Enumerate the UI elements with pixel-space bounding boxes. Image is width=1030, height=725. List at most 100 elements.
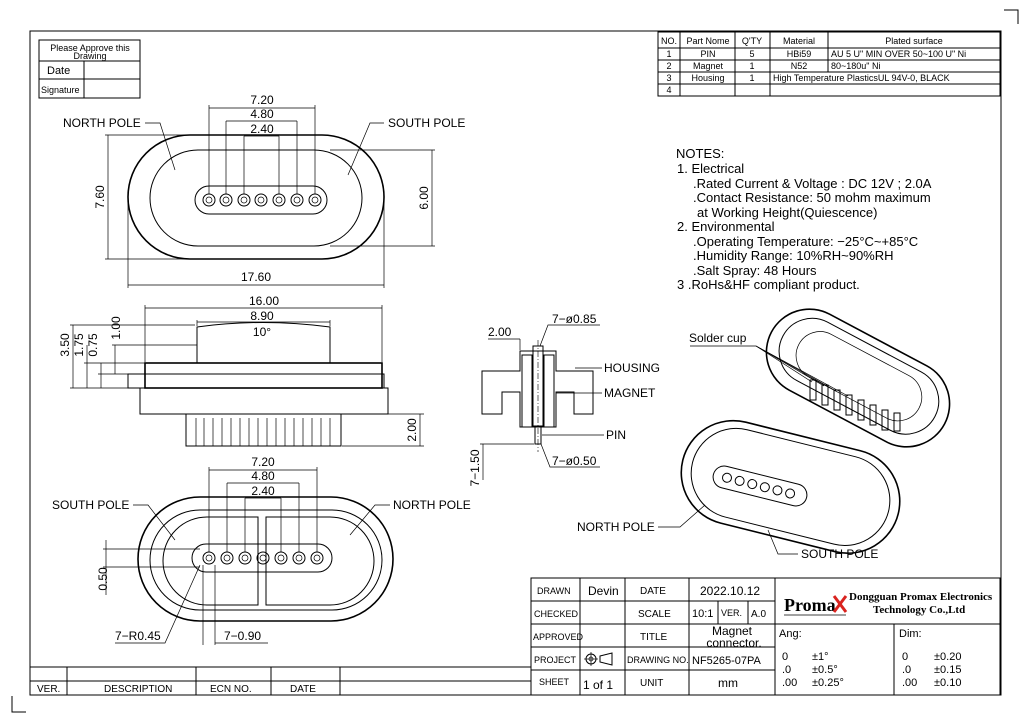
- notes-line-3: .Contact Resistance: 50 mohm maximum: [693, 190, 931, 205]
- notes-line-4: at Working Height(Quiescence): [697, 205, 877, 220]
- side-body: [139, 387, 389, 415]
- top-pin-contacts: [202, 193, 322, 207]
- tb-drawn-value: Devin: [588, 584, 619, 598]
- projection-symbol-icon: [584, 652, 613, 666]
- rev-header-date: DATE: [290, 684, 316, 695]
- tb-approved-label: APPROVED: [533, 632, 584, 642]
- tb-scale-label: SCALE: [638, 609, 671, 620]
- side-dim-175: 1.75: [72, 333, 86, 357]
- tb-project-label: PROJECT: [534, 655, 577, 665]
- iso-view-back: Solder cup: [689, 308, 951, 448]
- bom-row-1-no: 1: [666, 49, 671, 59]
- tb-ang-row1-val: ±1°: [812, 651, 829, 663]
- section-magnet-left: [521, 354, 533, 428]
- tb-ang-row2-val: ±0.5°: [812, 664, 838, 676]
- rev-header-ecn: ECN NO.: [210, 684, 252, 695]
- top-dim-240: 2.40: [250, 122, 274, 136]
- bottom-pin-slot: [191, 543, 333, 573]
- tb-dim-row1-val: ±0.20: [934, 651, 961, 663]
- tb-unit-label: UNIT: [640, 678, 663, 689]
- side-dim-1600: 16.00: [249, 294, 279, 308]
- bom-row-3-part: Housing: [691, 73, 724, 83]
- bom-row-3-material: High Temperature PlasticsUL 94V-0, BLACK: [773, 73, 950, 83]
- top-inner-face: [149, 149, 363, 247]
- bottom-south-magnet: [162, 516, 259, 606]
- tb-title-line2: connector.: [706, 636, 761, 650]
- side-mid-band: [127, 373, 385, 389]
- top-dim-1760: 17.60: [241, 270, 271, 284]
- top-dim-720: 7.20: [250, 93, 274, 107]
- tb-ang-row3-key: .00: [782, 677, 797, 689]
- iso-south-pole-label: SOUTH POLE: [801, 547, 878, 561]
- title-block: DRAWN Devin DATE 2022.10.12 CHECKED SCAL…: [530, 577, 1001, 696]
- bom-row-3-no: 3: [666, 73, 671, 83]
- bom-row-4-no: 4: [666, 85, 671, 95]
- section-pin-label: PIN: [606, 428, 626, 442]
- bottom-dim-240: 2.40: [251, 484, 275, 498]
- tb-title-label: TITLE: [640, 632, 668, 643]
- side-dim-350: 3.50: [58, 333, 72, 357]
- approval-box: Please Approve this Drawing Date Signatu…: [38, 39, 141, 99]
- bottom-view: 7.20 4.80 2.40 0.50 7−R0.45 7−0.90 SOUTH…: [52, 455, 471, 645]
- iso-north-pole-label: NORTH POLE: [577, 520, 655, 534]
- notes-line-5: 2. Environmental: [677, 219, 775, 234]
- bom-row-1-plating: AU 5 U" MIN OVER 50~100 U" Ni: [831, 49, 966, 59]
- tb-ang-row1-key: 0: [782, 651, 788, 663]
- bom-header-qty: Q'TY: [742, 36, 762, 46]
- side-flange: [144, 362, 383, 389]
- bottom-dim-720: 7.20: [251, 455, 275, 469]
- bottom-dim-090: 7−0.90: [224, 629, 261, 643]
- side-dim-890: 8.90: [250, 309, 274, 323]
- bottom-south-pole-label: SOUTH POLE: [52, 498, 129, 512]
- bom-header-material: Material: [783, 36, 815, 46]
- tb-unit-value: mm: [718, 676, 738, 690]
- bottom-dim-r045: 7−R0.45: [115, 629, 161, 643]
- bom-row-2-plating: 80~180u" Ni: [831, 61, 880, 71]
- approval-title-2: Drawing: [73, 51, 106, 61]
- bom-row-2-part: Magnet: [693, 61, 724, 71]
- tb-scale-value: 10:1: [692, 608, 713, 620]
- notes-line-9: 3 .RoHs&HF compliant product.: [677, 277, 860, 292]
- approval-date-label: Date: [47, 65, 70, 77]
- tb-date-label: DATE: [640, 586, 666, 597]
- bottom-north-magnet: [265, 516, 375, 606]
- side-tail-lines: [195, 418, 331, 446]
- section-view: 2.00 7−ø0.85 7−ø0.50 7−1.50 HOUSING MAGN…: [468, 312, 660, 487]
- iso-solder-cups: [809, 379, 901, 432]
- side-top-dome: [196, 322, 331, 364]
- rev-header-description: DESCRIPTION: [104, 684, 172, 695]
- corner-marks: [11, 9, 1019, 713]
- company-logo: Proma: [784, 595, 836, 615]
- bom-row-1-part: PIN: [700, 49, 715, 59]
- tb-sheet-label: SHEET: [539, 677, 570, 687]
- bom-row-2-qty: 1: [749, 61, 754, 71]
- tb-dim-label: Dim:: [899, 628, 922, 640]
- iso-view-front: NORTH POLE SOUTH POLE: [577, 419, 901, 561]
- side-dim-angle: 10°: [253, 325, 271, 339]
- bom-row-2-material: N52: [791, 61, 808, 71]
- tb-sheet-value: 1 of 1: [583, 678, 613, 692]
- bottom-dim-480: 4.80: [251, 469, 275, 483]
- side-solder-tails: [185, 413, 342, 447]
- iso-solder-cup-label: Solder cup: [689, 331, 747, 345]
- bottom-inner-face: [149, 509, 383, 611]
- top-north-pole-label: NORTH POLE: [63, 116, 141, 130]
- tb-ver-label: VER.: [721, 608, 742, 618]
- side-dim-100: 1.00: [109, 316, 123, 340]
- bom-row-3-qty: 1: [749, 73, 754, 83]
- notes-line-1: 1. Electrical: [677, 161, 744, 176]
- bom-row-1-qty: 5: [749, 49, 754, 59]
- bottom-pin-contacts: [202, 551, 324, 565]
- notes-block: NOTES: 1. Electrical .Rated Current & Vo…: [676, 146, 932, 292]
- tb-dim-row1-key: 0: [902, 651, 908, 663]
- side-view: 16.00 8.90 10° 3.50 1.75 0.75 1.00 2.00: [58, 294, 424, 447]
- bom-header-part: Part Nome: [686, 36, 729, 46]
- side-dim-200: 2.00: [405, 418, 419, 442]
- top-pin-slot: [194, 185, 328, 215]
- section-dim-200: 2.00: [488, 325, 512, 339]
- section-magnet-right: [543, 354, 555, 428]
- notes-line-8: .Salt Spray: 48 Hours: [693, 263, 817, 278]
- section-magnet-label: MAGNET: [604, 386, 656, 400]
- tb-drawn-label: DRAWN: [537, 586, 571, 596]
